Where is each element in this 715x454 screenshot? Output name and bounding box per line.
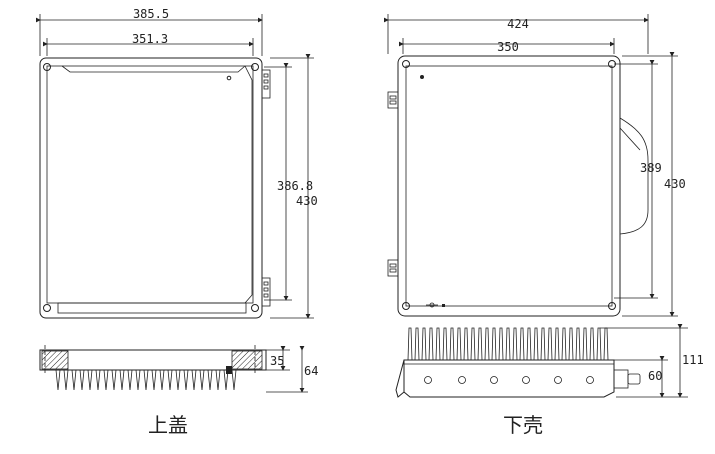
mounting-hole-icon: [43, 63, 51, 71]
lid-side-small-label: 35: [270, 354, 284, 368]
lid-height-outer-label: 430: [296, 194, 318, 208]
shell-height-inner-label: 389: [640, 161, 662, 175]
side-hole-icon: [522, 376, 530, 384]
lid-inner-frame: [46, 65, 254, 304]
connector-top: [261, 69, 271, 99]
side-hole-icon: [490, 376, 498, 384]
lid-side-total-label: 64: [304, 364, 318, 378]
lid-outer-frame: [39, 57, 263, 319]
shell-width-outer-label: 424: [507, 17, 529, 31]
connector-bottom: [261, 277, 271, 307]
shell-side-small-label: 60: [648, 369, 662, 383]
mounting-hole-icon: [608, 302, 616, 310]
shell-side-view: 111 60: [395, 324, 704, 398]
lid-side-view: 35 64: [39, 345, 318, 393]
connector-left-top: [387, 91, 399, 109]
mounting-hole-icon: [251, 63, 259, 71]
lid-caption: 上盖: [148, 413, 188, 437]
shell-height-outer-label: 430: [664, 177, 686, 191]
shell-caption: 下壳: [503, 413, 543, 437]
shell-side-total-label: 111: [682, 353, 704, 367]
side-hole-icon: [458, 376, 466, 384]
shell-outer-frame: [397, 55, 621, 317]
mounting-hole-icon: [402, 60, 410, 68]
side-hole-icon: [586, 376, 594, 384]
shell-top-view: 424 350 389 430: [384, 14, 686, 317]
side-hole-icon: [554, 376, 562, 384]
lid-width-outer-label: 385.5: [133, 7, 169, 21]
connector-left-bottom: [387, 259, 399, 277]
mounting-hole-icon: [402, 302, 410, 310]
side-hole-icon: [424, 376, 432, 384]
shell-inner-frame: [405, 65, 613, 307]
lid-top-view: 385.5 351.3 386.8 430: [36, 7, 318, 319]
lid-height-inner-label: 386.8: [277, 179, 313, 193]
mounting-hole-icon: [43, 304, 51, 312]
mounting-hole-icon: [251, 304, 259, 312]
lid-width-inner-label: 351.3: [132, 32, 168, 46]
shell-width-inner-label: 350: [497, 40, 519, 54]
